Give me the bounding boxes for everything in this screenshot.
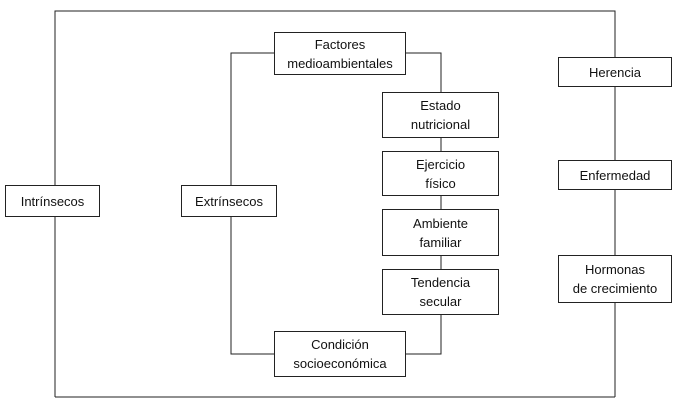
herencia-label: Herencia: [588, 64, 642, 80]
estado-nutricional-box: Estado nutricional: [382, 92, 499, 138]
extrinsecos-to-factores-line: [230, 52, 274, 185]
factores-medioambientales-box: Factores medioambientales: [274, 32, 406, 75]
hormonas-crecimiento-box: Hormonas de crecimiento: [558, 255, 672, 303]
enfermedad-box: Enfermedad: [558, 160, 672, 190]
ambiente-familiar-line2: familiar: [419, 234, 462, 250]
enfermedad-label: Enfermedad: [579, 167, 651, 183]
hormonas-crecimiento-line2: de crecimiento: [572, 281, 658, 296]
tendencia-secular-line1: Tendencia: [410, 275, 471, 290]
tendencia-to-condicion-line: [406, 315, 442, 355]
factores-medioambientales-line1: Factores: [314, 36, 366, 52]
ejercicio-fisico-line2: físico: [425, 175, 456, 191]
tendencia-secular-line2: secular: [419, 294, 462, 309]
condicion-socioeconomica-line2: socioeconómica: [293, 356, 387, 371]
extrinsecos-box: Extrínsecos: [181, 185, 277, 217]
estado-nutricional-line1: Estado: [420, 98, 461, 113]
estado-nutricional-line2: nutricional: [410, 117, 471, 132]
factores-medioambientales-line2: medioambientales: [287, 55, 393, 71]
ambiente-familiar-box: Ambiente familiar: [382, 209, 499, 256]
factores-to-estado-line: [406, 52, 442, 92]
extrinsecos-to-condicion-line: [230, 217, 274, 355]
ejercicio-fisico-line1: Ejercicio: [415, 156, 466, 172]
hormonas-crecimiento-line1: Hormonas: [585, 262, 645, 277]
ejercicio-fisico-box: Ejercicio físico: [382, 151, 499, 196]
herencia-box: Herencia: [558, 57, 672, 87]
condicion-socioeconomica-line1: Condición: [311, 337, 369, 352]
extrinsecos-label: Extrínsecos: [195, 193, 263, 209]
outer-frame-line: [54, 10, 616, 185]
intrinsecos-box: Intrínsecos: [5, 185, 100, 217]
intrinsecos-label: Intrínsecos: [20, 193, 85, 209]
ambiente-familiar-line1: Ambiente: [413, 215, 468, 231]
tendencia-secular-box: Tendencia secular: [382, 269, 499, 315]
condicion-socioeconomica-box: Condición socioeconómica: [274, 331, 406, 377]
